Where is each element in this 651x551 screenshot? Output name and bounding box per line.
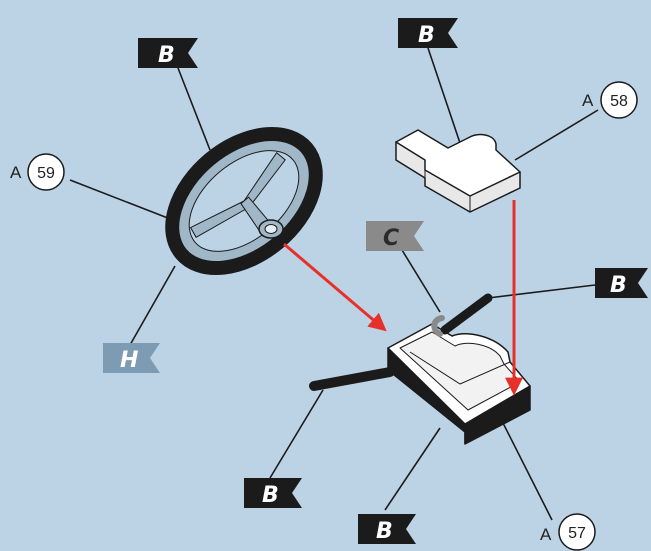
- column-switch-part: [388, 324, 530, 444]
- flag-bottom-center: B: [358, 514, 416, 544]
- callout-number: 58: [610, 93, 628, 110]
- callout-steering-wheel: A 59: [10, 154, 64, 190]
- flag-label: B: [418, 23, 435, 48]
- flag-wheel-top: B: [138, 38, 198, 68]
- flag-label: B: [376, 519, 393, 544]
- leader-lines: [70, 48, 598, 520]
- callout-cover: A 58: [582, 82, 637, 118]
- callout-number: 57: [568, 525, 586, 542]
- callout-number: 59: [37, 165, 55, 182]
- cover-part: [396, 130, 520, 212]
- flag-wheel-bottom: H: [103, 343, 160, 373]
- flag-switch-left: C: [366, 221, 424, 251]
- callout-prefix: A: [10, 163, 22, 182]
- flag-label: B: [610, 273, 627, 298]
- callout-column-switch: A 57: [540, 514, 595, 550]
- wheel-arrow: [284, 244, 384, 329]
- flag-label: B: [262, 483, 279, 508]
- callout-prefix: A: [540, 525, 552, 544]
- callout-prefix: A: [582, 91, 594, 110]
- flag-label: C: [383, 226, 399, 251]
- flag-bottom-left: B: [244, 478, 302, 508]
- flag-label: H: [120, 348, 138, 373]
- flag-label: B: [158, 43, 175, 68]
- flag-switch-right: B: [595, 268, 648, 298]
- flag-switch-top: B: [398, 18, 458, 48]
